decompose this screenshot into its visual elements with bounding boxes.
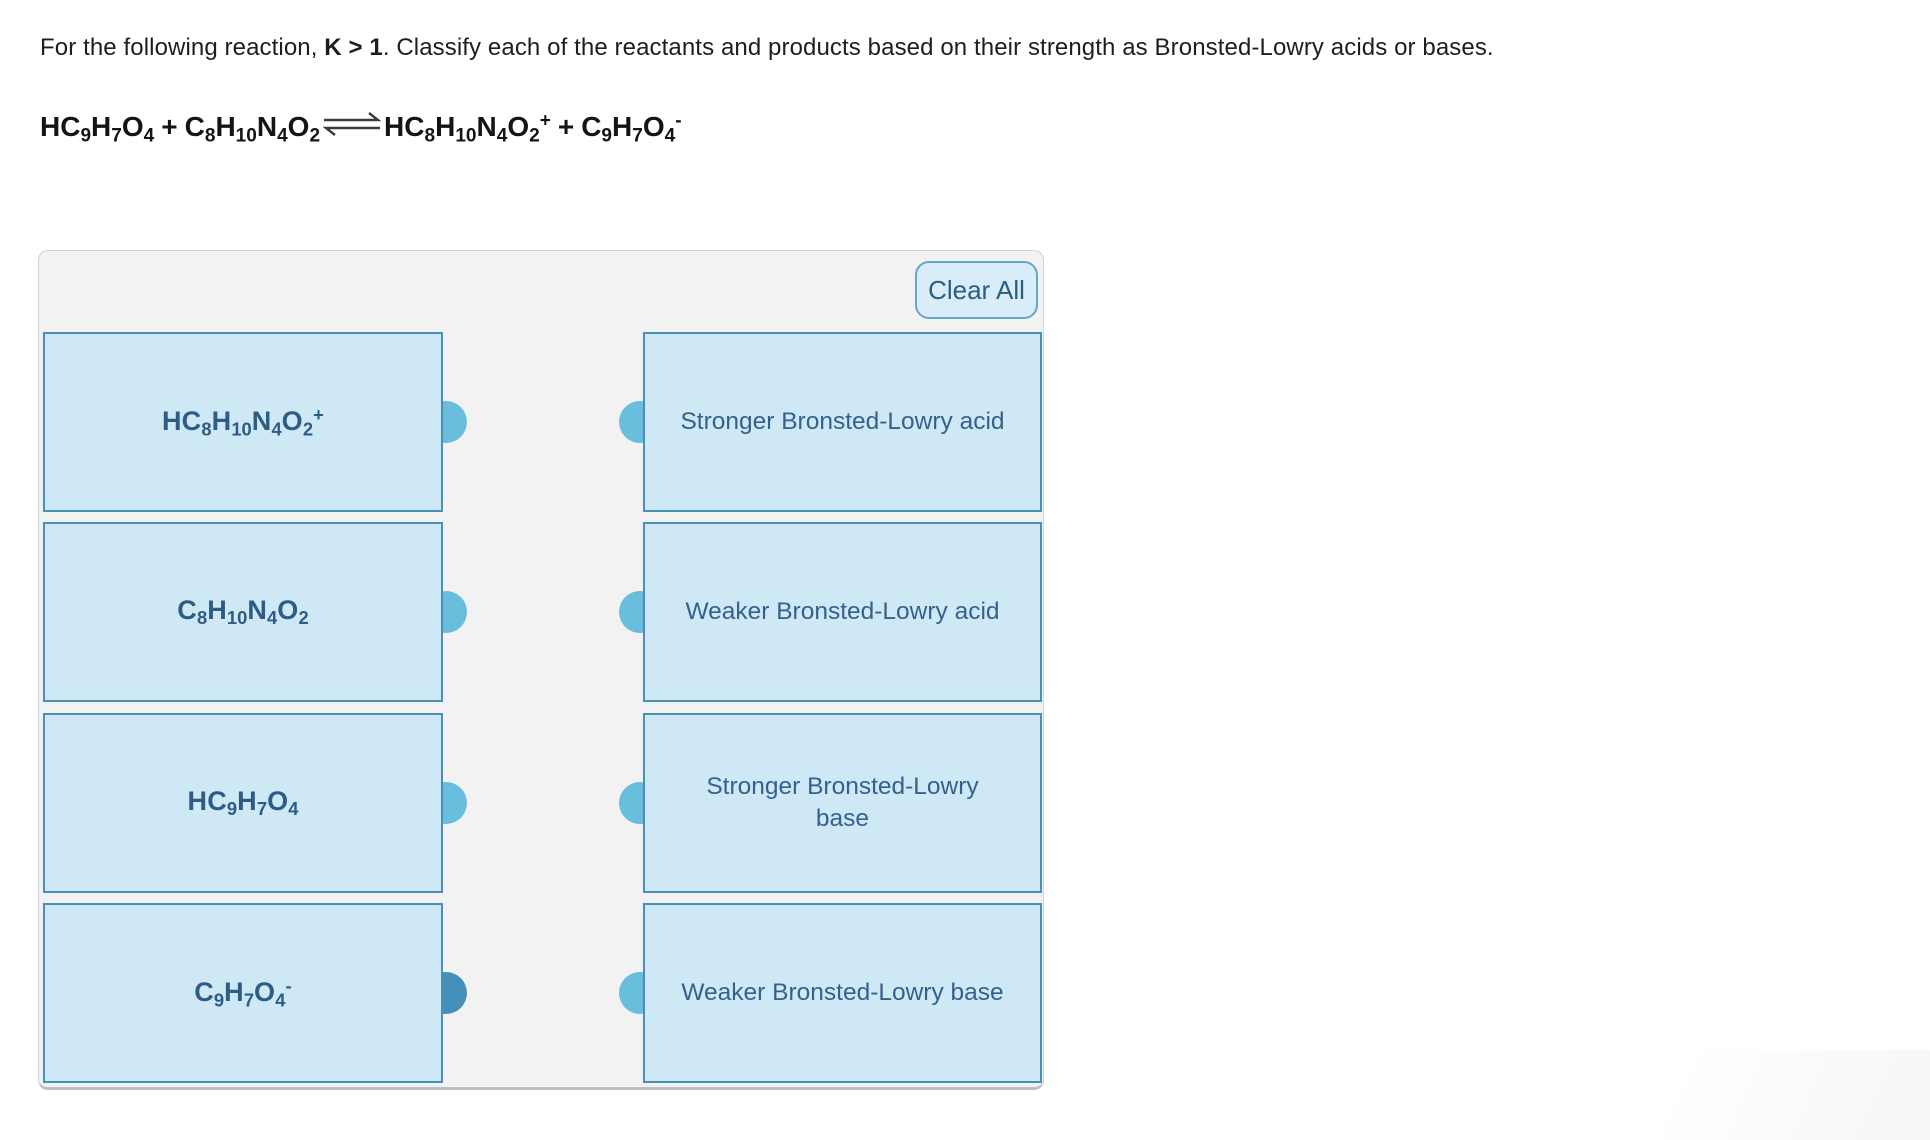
dot-fill: [443, 782, 467, 824]
equation-product-2: C9H7O4-: [581, 110, 682, 147]
connector-dot-category[interactable]: [619, 780, 643, 826]
dot-fill: [619, 591, 643, 633]
equation-reactant-1: HC9H7O4: [40, 111, 155, 147]
category-label: Weaker Bronsted-Lowry acid: [685, 597, 1000, 625]
dot-fill: [619, 782, 643, 824]
formula-card[interactable]: C9H7O4-: [43, 903, 467, 1083]
question-prefix: For the following reaction,: [40, 34, 325, 61]
dot-fill: [443, 591, 467, 633]
formula-card[interactable]: HC9H7O4: [43, 713, 467, 893]
category-card[interactable]: Weaker Bronsted-Lowry base: [619, 903, 1042, 1083]
connector-dot-formula[interactable]: [443, 780, 467, 826]
equation-reactant-2: C8H10N4O2: [184, 111, 321, 147]
matching-panel: Clear All HC8H10N4O2+ Stronger Bronsted-…: [38, 250, 1044, 1090]
clear-all-button[interactable]: Clear All: [915, 261, 1038, 319]
dot-fill: [443, 401, 467, 443]
category-card[interactable]: Stronger Bronsted-Lowry acid: [619, 332, 1042, 512]
match-row: HC8H10N4O2+ Stronger Bronsted-Lowry acid: [39, 332, 1043, 512]
plus-sign: +: [557, 111, 575, 142]
plus-sign: +: [161, 111, 178, 142]
equation-product-1: HC8H10N4O2+: [384, 110, 551, 147]
dot-fill: [619, 401, 643, 443]
formula-text: HC9H7O4: [187, 785, 299, 820]
connector-dot-category[interactable]: [619, 589, 643, 635]
equilibrium-arrows-icon: [321, 108, 383, 145]
formula-text: HC8H10N4O2+: [161, 403, 324, 440]
connector-dot-formula[interactable]: [443, 970, 467, 1016]
connector-dot-formula[interactable]: [443, 589, 467, 635]
dot-fill: [443, 972, 467, 1014]
match-row: C9H7O4- Weaker Bronsted-Lowry base: [39, 903, 1043, 1083]
category-card[interactable]: Stronger Bronsted-Lowry base: [619, 713, 1042, 893]
category-label: Stronger Bronsted-Lowry base: [706, 772, 979, 832]
corner-shading: [1450, 1050, 1930, 1140]
question-k-statement: K > 1: [324, 34, 383, 61]
formula-card[interactable]: C8H10N4O2: [43, 522, 467, 702]
connector-dot-category[interactable]: [619, 970, 643, 1016]
formula-card[interactable]: HC8H10N4O2+: [43, 332, 467, 512]
category-card[interactable]: Weaker Bronsted-Lowry acid: [619, 522, 1042, 702]
dot-fill: [619, 972, 643, 1014]
match-row: C8H10N4O2 Weaker Bronsted-Lowry acid: [39, 522, 1043, 702]
category-label: Weaker Bronsted-Lowry base: [681, 978, 1004, 1006]
question-text: For the following reaction, K > 1. Class…: [40, 34, 1494, 62]
question-suffix: . Classify each of the reactants and pro…: [382, 34, 1494, 61]
formula-text: C9H7O4-: [194, 974, 292, 1011]
match-row: HC9H7O4 Stronger Bronsted-Lowry base: [39, 713, 1043, 893]
formula-text: C8H10N4O2: [177, 594, 309, 629]
category-label: Stronger Bronsted-Lowry acid: [680, 407, 1005, 435]
connector-dot-formula[interactable]: [443, 399, 467, 445]
connector-dot-category[interactable]: [619, 399, 643, 445]
